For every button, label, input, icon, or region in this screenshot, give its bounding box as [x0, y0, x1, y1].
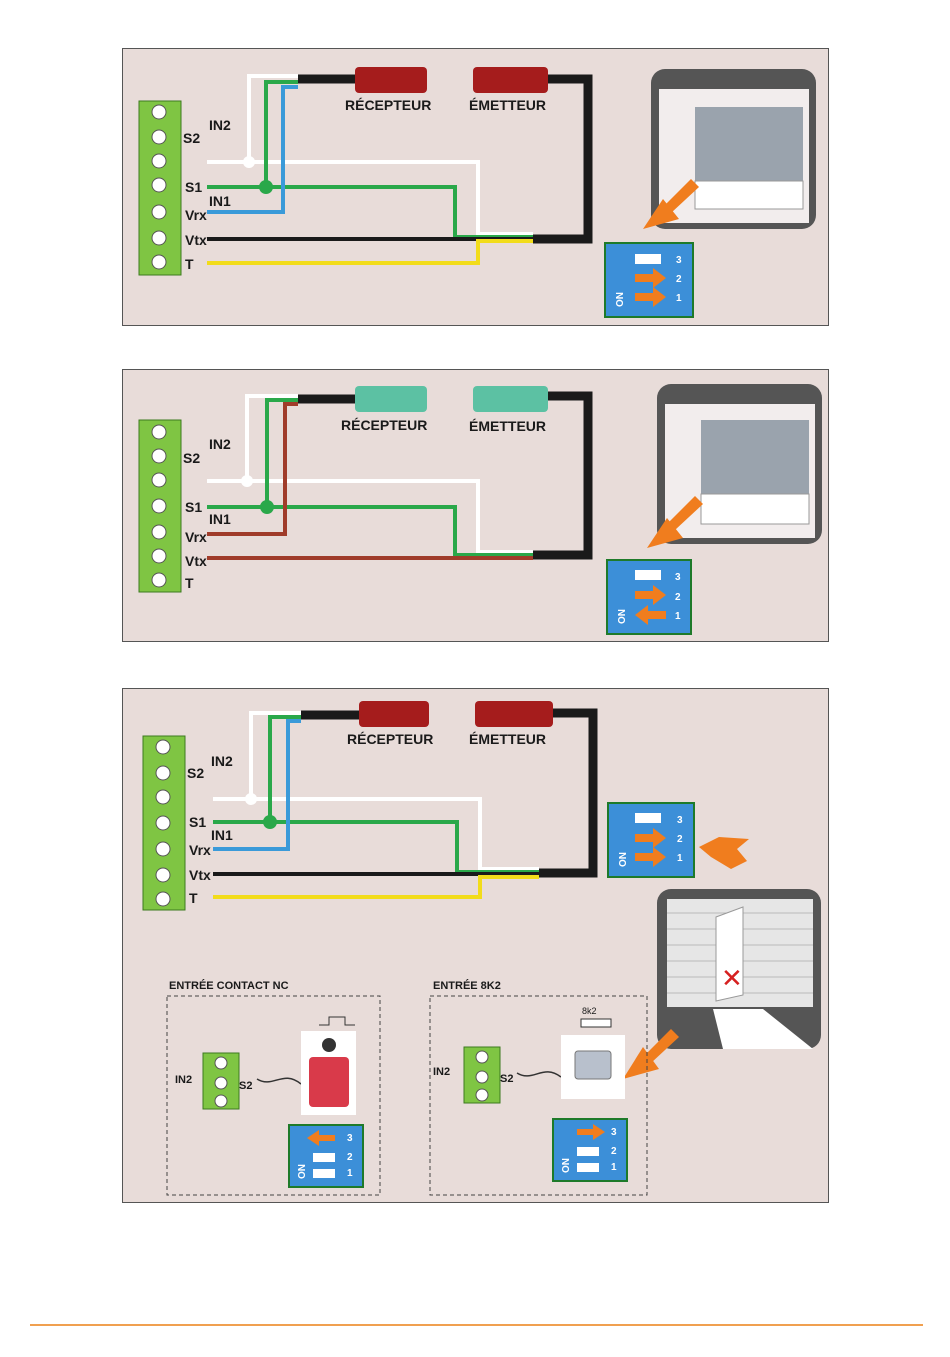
- panel3-labels: IN2 S2 S1 IN1 Vrx Vtx T RÉCEPTEUR ÉMETTE…: [123, 689, 830, 1204]
- dip-1: 1: [677, 853, 683, 864]
- nc-title: ENTRÉE CONTACT NC: [169, 979, 289, 992]
- label-t: T: [185, 256, 194, 272]
- label-in1: IN1: [211, 827, 233, 843]
- nc-in2: IN2: [175, 1074, 192, 1086]
- label-in2: IN2: [209, 436, 231, 452]
- label-in1: IN1: [209, 193, 231, 209]
- dip-2: 2: [677, 834, 683, 845]
- label-receiver: RÉCEPTEUR: [341, 417, 427, 433]
- label-t: T: [185, 575, 194, 591]
- label-in2: IN2: [211, 753, 233, 769]
- wiring-diagram-with-inputs: ✕ IN2 S2 S1 IN1 Vrx Vtx T RÉCEPTEUR ÉMET…: [122, 688, 829, 1203]
- label-vrx: Vrx: [185, 207, 207, 223]
- footer-rule: [30, 1324, 923, 1326]
- dip-3: 3: [676, 255, 682, 266]
- panel1-labels: IN2 S2 S1 IN1 Vrx Vtx T RÉCEPTEUR ÉMETTE…: [123, 49, 830, 327]
- wiring-diagram-transmitter-receiver: IN2 S2 S1 IN1 Vrx Vtx T RÉCEPTEUR ÉMETTE…: [122, 369, 829, 642]
- 8k2-in2: IN2: [433, 1066, 450, 1078]
- wiring-diagram-retroreflective: IN2 S2 S1 IN1 Vrx Vtx T RÉCEPTEUR ÉMETTE…: [122, 48, 829, 326]
- dip-3: 3: [675, 572, 681, 583]
- label-emitter: ÉMETTEUR: [469, 97, 546, 113]
- dip-2: 2: [676, 274, 682, 285]
- nc-dip-1: 1: [347, 1168, 353, 1179]
- label-vrx: Vrx: [185, 529, 207, 545]
- dip-on: ON: [618, 852, 629, 867]
- label-receiver: RÉCEPTEUR: [345, 97, 431, 113]
- dip-on: ON: [615, 292, 626, 307]
- nc-dip-3: 3: [347, 1133, 353, 1144]
- label-in2: IN2: [209, 117, 231, 133]
- label-vtx: Vtx: [185, 232, 207, 248]
- label-t: T: [189, 890, 198, 906]
- dip-2: 2: [675, 592, 681, 603]
- 8k2-title: ENTRÉE 8K2: [433, 979, 501, 992]
- 8k2-dip-2: 2: [611, 1146, 617, 1157]
- resistor-label: 8k2: [582, 1006, 597, 1016]
- label-vtx: Vtx: [185, 553, 207, 569]
- label-s1: S1: [185, 179, 202, 195]
- label-s2: S2: [187, 765, 204, 781]
- nc-dip-on: ON: [297, 1164, 308, 1179]
- label-emitter: ÉMETTEUR: [469, 731, 546, 747]
- label-s1: S1: [189, 814, 206, 830]
- label-vrx: Vrx: [189, 842, 211, 858]
- 8k2-dip-1: 1: [611, 1162, 617, 1173]
- nc-s2: S2: [239, 1080, 252, 1092]
- label-s2: S2: [183, 130, 200, 146]
- label-s1: S1: [185, 499, 202, 515]
- dip-1: 1: [675, 611, 681, 622]
- nc-dip-2: 2: [347, 1152, 353, 1163]
- 8k2-dip-on: ON: [561, 1158, 572, 1173]
- dip-3: 3: [677, 815, 683, 826]
- label-s2: S2: [183, 450, 200, 466]
- 8k2-dip-3: 3: [611, 1127, 617, 1138]
- dip-1: 1: [676, 293, 682, 304]
- label-receiver: RÉCEPTEUR: [347, 731, 433, 747]
- label-emitter: ÉMETTEUR: [469, 418, 546, 434]
- panel2-labels: IN2 S2 S1 IN1 Vrx Vtx T RÉCEPTEUR ÉMETTE…: [123, 370, 830, 643]
- label-in1: IN1: [209, 511, 231, 527]
- 8k2-s2: S2: [500, 1073, 513, 1085]
- label-vtx: Vtx: [189, 867, 211, 883]
- dip-on: ON: [617, 609, 628, 624]
